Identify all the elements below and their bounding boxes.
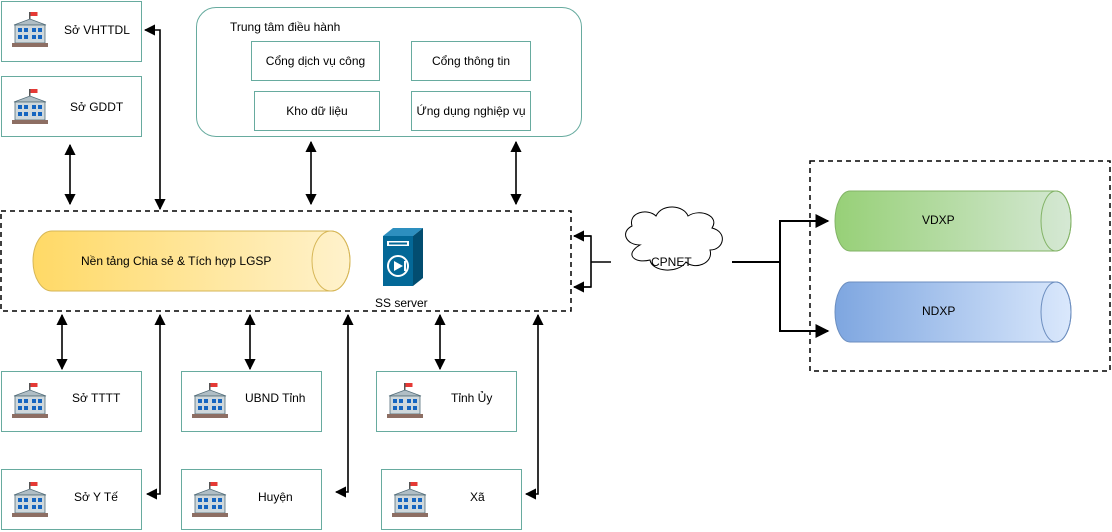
agency-label: UBND Tỉnh <box>245 391 306 405</box>
agency-so-y-te: Sở Y Tế <box>1 469 142 530</box>
server-label: SS server <box>375 296 428 310</box>
government-building-icon <box>12 12 48 47</box>
platform-boundary <box>0 210 572 312</box>
module-kho-du-lieu: Kho dữ liệu <box>254 91 380 131</box>
vdxp-label: VDXP <box>922 213 955 227</box>
link-so-vhttdl <box>143 24 166 211</box>
module-cong-thong-tin: Cổng thông tin <box>411 41 531 81</box>
module-ung-dung-nghiep-vu: Ứng dụng nghiệp vụ <box>411 91 531 131</box>
agency-xa: Xã <box>381 469 522 530</box>
lgsp-cylinder <box>32 230 351 292</box>
government-building-icon <box>12 89 48 124</box>
module-label: Ứng dụng nghiệp vụ <box>416 104 526 118</box>
agency-so-vhttdl: Sở VHTTDL <box>1 1 142 62</box>
agency-so-gddt: Sở GDDT <box>1 76 142 137</box>
agency-label: Huyện <box>258 490 293 504</box>
cpnet-label: CPNET <box>651 255 692 269</box>
government-building-icon <box>192 383 228 418</box>
government-building-icon <box>192 482 228 517</box>
link-huyen <box>334 313 354 498</box>
link-cpnet-platform <box>574 235 611 288</box>
cloud-icon <box>625 206 723 271</box>
network-boundary <box>809 160 1111 372</box>
ndxp-cylinder <box>834 281 1072 343</box>
agency-label: Tỉnh Ủy <box>451 391 493 405</box>
module-cong-dich-vu-cong: Cổng dịch vụ công <box>251 41 380 81</box>
agency-so-tttt: Sở TTTT <box>1 371 142 432</box>
government-building-icon <box>12 383 48 418</box>
link-xa <box>524 313 544 500</box>
module-label: Cổng dịch vụ công <box>265 54 366 68</box>
agency-label: Sở TTTT <box>72 391 121 405</box>
module-label: Kho dữ liệu <box>286 104 348 118</box>
module-label: Cổng thông tin <box>431 54 511 68</box>
agency-label: Xã <box>470 490 485 504</box>
link-cpnet-exchange <box>732 220 828 332</box>
vdxp-cylinder <box>834 190 1072 252</box>
government-building-icon <box>392 482 428 517</box>
agency-tinh-uy: Tỉnh Ủy <box>376 371 517 432</box>
agency-huyen: Huyện <box>181 469 322 530</box>
control-center-title: Trung tâm điều hành <box>230 20 341 34</box>
agency-label: Sở Y Tế <box>74 490 118 504</box>
government-building-icon <box>12 482 48 517</box>
agency-label: Sở GDDT <box>70 100 124 114</box>
agency-label: Sở VHTTDL <box>64 23 130 37</box>
agency-ubnd-tinh: UBND Tỉnh <box>181 371 322 432</box>
lgsp-label: Nền tảng Chia sẻ & Tích hợp LGSP <box>81 254 272 268</box>
government-building-icon <box>387 383 423 418</box>
link-so-y-te <box>145 313 166 500</box>
server-icon <box>383 228 423 286</box>
ndxp-label: NDXP <box>922 304 956 318</box>
